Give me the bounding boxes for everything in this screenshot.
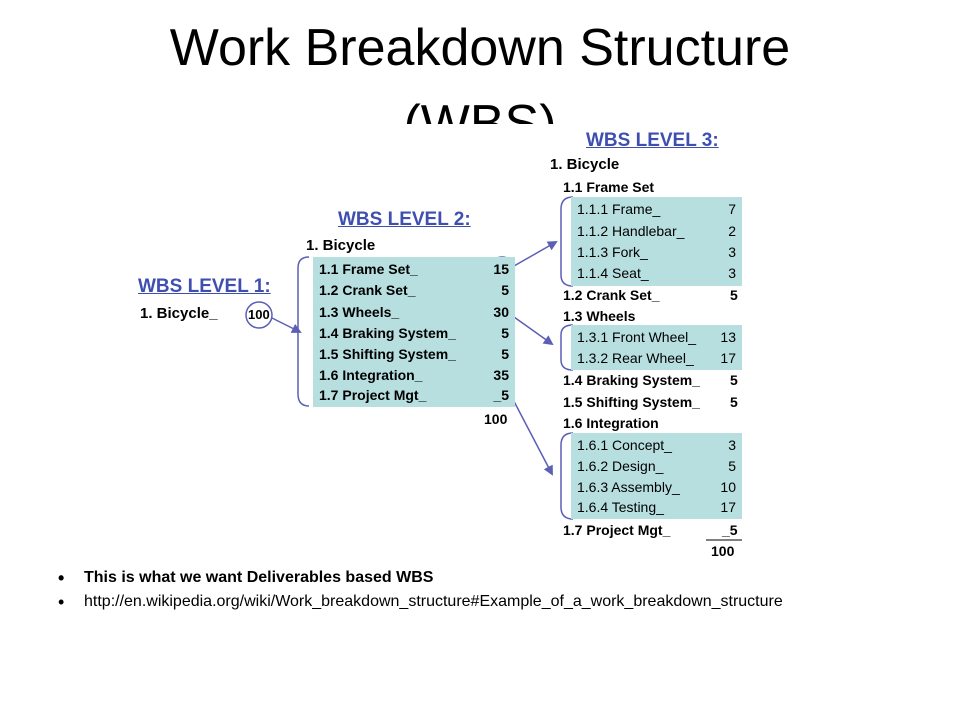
level3-project-mgt-value: _5 [722,522,738,538]
level2-row: 1.4 Braking System_ 5 [313,323,515,345]
level3-crank-set-value: 5 [730,287,738,303]
bracket-frame-set [560,196,574,287]
level3-row: 1.3.1 Front Wheel_ 13 [571,327,742,349]
wheels-panel: 1.3.1 Front Wheel_ 13 1.3.2 Rear Wheel_ 17 [571,325,742,370]
level3-shifting-value: 5 [730,394,738,410]
level3-row: 1.6.1 Concept_ 3 [571,435,742,457]
level1-heading: WBS LEVEL 1: [138,276,271,297]
level3-frame-set: 1.1 Frame Set [563,179,655,195]
level2-row: 1.2 Crank Set_ 5 [313,280,515,302]
level3-row: 1.1.4 Seat_ 3 [571,263,742,285]
bullet-list: This is what we want Deliverables based … [56,568,916,616]
row-value: 3 [728,265,736,281]
level2-row: 1.1 Frame Set_ 15 [313,259,515,281]
level2-row: 1.7 Project Mgt_ _5 [313,385,515,407]
row-value: 7 [728,201,736,217]
level3-row: 1.1.3 Fork_ 3 [571,242,742,264]
level3-shifting: 1.5 Shifting System_ [563,394,700,410]
bullet-item: This is what we want Deliverables based … [58,568,916,588]
row-label: 1.1.3 Fork_ [577,244,648,260]
row-value: 2 [728,223,736,239]
level3-row: 1.6.4 Testing_ 17 [571,497,742,519]
row-value: 10 [720,479,736,495]
row-value: 5 [501,346,509,362]
level3-root: 1. Bicycle [550,156,620,173]
row-label: 1.1.4 Seat_ [577,265,649,281]
level2-row: 1.3 Wheels_ 30 [313,302,515,324]
level1-value: 100 [248,307,270,322]
row-label: 1.6.2 Design_ [577,458,664,474]
row-label: 1.2 Crank Set_ [319,282,416,298]
integration-panel: 1.6.1 Concept_ 3 1.6.2 Design_ 5 1.6.3 Ass… [571,433,742,519]
row-value: 3 [728,437,736,453]
row-label: 1.6.3 Assembly_ [577,479,680,495]
level3-wheels: 1.3 Wheels [563,308,636,324]
bracket-wheels [560,324,574,371]
row-label: 1.6.1 Concept_ [577,437,672,453]
row-value: 5 [501,282,509,298]
bullet-link[interactable]: http://en.wikipedia.org/wiki/Work_breakd… [58,592,916,612]
row-label: 1.7 Project Mgt_ [319,387,427,403]
level3-row: 1.1.2 Handlebar_ 2 [571,221,742,243]
level3-row: 1.6.2 Design_ 5 [571,456,742,478]
row-label: 1.3 Wheels_ [319,304,400,320]
level2-bracket [297,256,310,407]
row-value: 30 [493,304,509,320]
level1-item: 1. Bicycle_ [140,305,218,322]
row-value: 15 [493,261,509,277]
row-label: 1.6 Integration_ [319,367,423,383]
row-value: 5 [728,458,736,474]
row-label: 1.1 Frame Set_ [319,261,418,277]
level3-total: 100 [711,543,735,559]
level3-braking: 1.4 Braking System_ [563,372,700,388]
level3-row: 1.6.3 Assembly_ 10 [571,477,742,499]
row-label: 1.6.4 Testing_ [577,499,664,515]
level3-heading: WBS LEVEL 3: [586,130,719,151]
level3-project-mgt: 1.7 Project Mgt_ [563,522,671,538]
row-label: 1.1.2 Handlebar_ [577,223,685,239]
level3-row: 1.1.1 Frame_ 7 [571,199,742,221]
row-label: 1.5 Shifting System_ [319,346,456,362]
row-value: 5 [501,325,509,341]
level2-row: 1.5 Shifting System_ 5 [313,344,515,366]
level3-crank-set: 1.2 Crank Set_ [563,287,660,303]
slide-title: Work Breakdown Structure (WBS) [0,18,960,124]
level2-total: 100 [484,411,508,427]
row-value: _5 [493,387,509,403]
arrow-wheels [513,316,554,346]
row-label: 1.1.1 Frame_ [577,201,661,217]
level3-row: 1.3.2 Rear Wheel_ 17 [571,348,742,370]
title-line-2: (WBS) [0,100,960,124]
level3-integration: 1.6 Integration [563,415,659,431]
title-line-1: Work Breakdown Structure [169,19,791,77]
row-value: 17 [720,499,736,515]
row-label: 1.4 Braking System_ [319,325,456,341]
title-line-2-clipped: (WBS) [0,100,960,124]
level2-root: 1. Bicycle [306,237,376,254]
row-value: 13 [720,329,736,345]
level2-row: 1.6 Integration_ 35 [313,365,515,387]
arrow-frame-set [513,241,558,267]
level3-braking-value: 5 [730,372,738,388]
frame-set-panel: 1.1.1 Frame_ 7 1.1.2 Handlebar_ 2 1.1.3 Fo… [571,197,742,286]
row-value: 3 [728,244,736,260]
row-label: 1.3.2 Rear Wheel_ [577,350,694,366]
bracket-integration [560,432,574,520]
level2-panel: 1.1 Frame Set_ 15 1.2 Crank Set_ 5 1.3 Whe… [313,257,515,407]
arrow-l1-l2 [271,317,302,333]
row-value: 35 [493,367,509,383]
level2-heading: WBS LEVEL 2: [338,209,471,230]
row-label: 1.3.1 Front Wheel_ [577,329,697,345]
level1-value-circle [245,301,273,329]
row-value: 17 [720,350,736,366]
